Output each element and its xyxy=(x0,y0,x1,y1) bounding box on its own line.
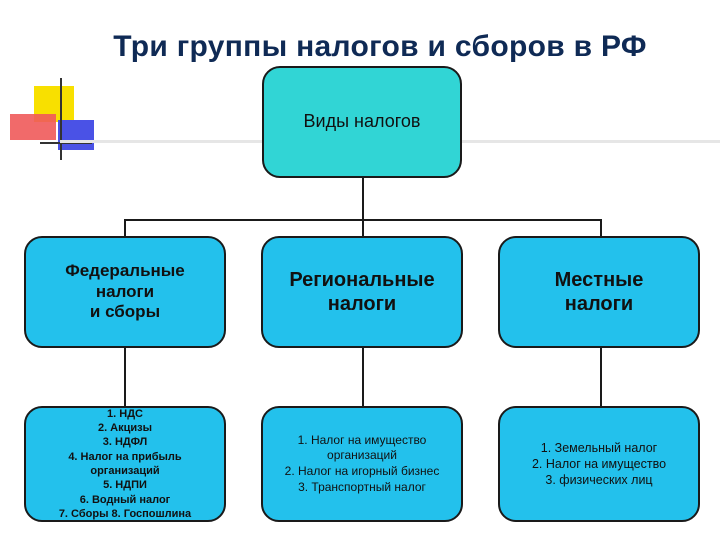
list-item: 3. НДФЛ xyxy=(102,436,148,449)
group-local-header: Местные налоги xyxy=(498,236,700,348)
list-item: 2. Налог на игорный бизнес xyxy=(284,464,440,478)
list-item: 7. Сборы 8. Госпошлина xyxy=(58,507,192,520)
group-regional-header: Региональные налоги xyxy=(261,236,463,348)
list-item: 2. Налог на имущество xyxy=(531,456,667,471)
group-local-items: 1. Земельный налог 2. Налог на имущество… xyxy=(498,406,700,522)
list-item: 1. Земельный налог xyxy=(540,440,658,455)
list-item: 5. НДПИ xyxy=(103,479,147,492)
list-item: 2. Акцизы xyxy=(97,422,153,435)
group-local-label: Местные налоги xyxy=(554,269,644,315)
root-node: Виды налогов xyxy=(262,66,462,178)
list-item: 1. НДС xyxy=(107,407,143,420)
list-item: организаций xyxy=(90,465,160,477)
group-federal-label: Федеральные налоги и сборы xyxy=(65,261,185,322)
group-federal-header: Федеральные налоги и сборы xyxy=(24,236,226,348)
group-regional-items: 1. Налог на имущество организаций 2. Нал… xyxy=(261,406,463,522)
page-title: Три группы налогов и сборов в РФ xyxy=(113,30,647,63)
list-item: 3. физических лиц xyxy=(545,473,653,488)
list-item: 6. Водный налог xyxy=(79,493,171,506)
regional-items-list: 1. Налог на имущество организаций 2. Нал… xyxy=(285,433,440,495)
local-items-list: 1. Земельный налог 2. Налог на имущество… xyxy=(532,440,666,489)
list-item: организаций xyxy=(327,448,397,463)
list-item: 1. Налог на имущество xyxy=(297,432,427,447)
list-item: 3. Транспортный налог xyxy=(298,479,426,494)
root-node-label: Виды налогов xyxy=(303,111,421,132)
federal-items-list: 1. НДС 2. Акцизы 3. НДФЛ 4. Налог на при… xyxy=(59,407,191,521)
list-item: 4. Налог на прибыль xyxy=(68,450,182,463)
group-federal-items: 1. НДС 2. Акцизы 3. НДФЛ 4. Налог на при… xyxy=(24,406,226,522)
group-regional-label: Региональные налоги xyxy=(289,269,435,315)
